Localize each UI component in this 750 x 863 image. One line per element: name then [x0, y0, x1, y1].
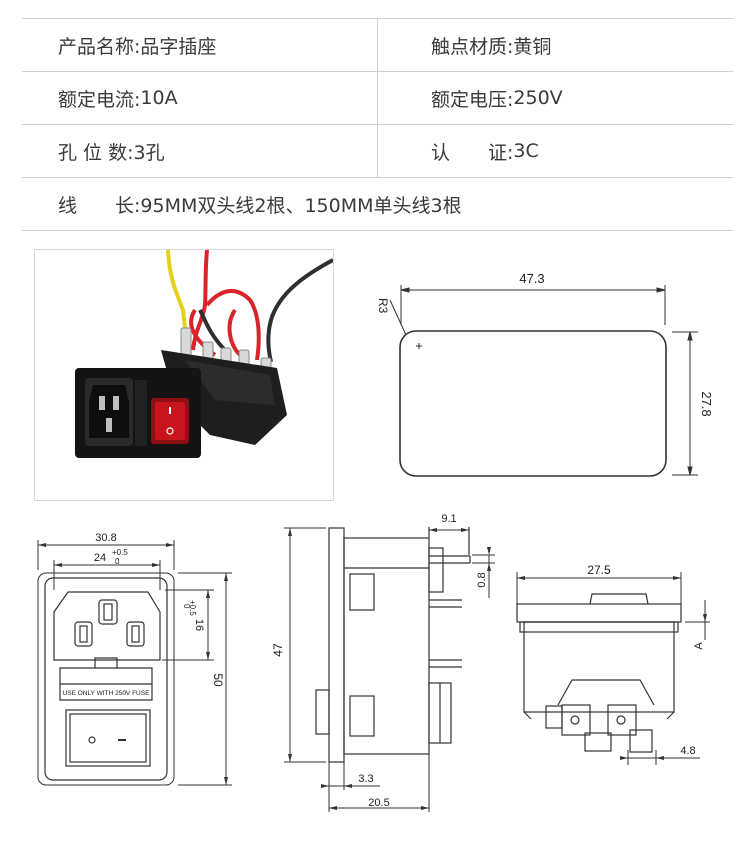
front-inner-width-label: 24 [94, 552, 106, 564]
side-pin-offset-label: 9.1 [441, 513, 456, 525]
spec-row: 线 长: 95MM双头线2根、150MM单头线3根 [22, 178, 733, 231]
front-outer-width-label: 30.8 [95, 532, 116, 544]
product-photo [34, 249, 334, 501]
spec-value: 250V [513, 87, 563, 109]
front-inner-width-tol-lower: 0 [115, 557, 120, 566]
spec-label: 额定电压: [431, 88, 514, 111]
panel-radius-label: R3 [376, 298, 390, 314]
spec-value: 3C [513, 140, 539, 162]
spec-rated-voltage: 额定电压: 250V [377, 72, 733, 124]
panel-width-label: 47.3 [519, 271, 544, 286]
spec-label: 产品名称: [58, 35, 141, 58]
spec-value: 黄铜 [513, 35, 552, 58]
side-height-label: 47 [271, 643, 285, 657]
spec-row: 产品名称: 品字插座 触点材质: 黄铜 [22, 19, 733, 72]
front-socket-height-tol-lower: 0 [182, 604, 191, 609]
spec-value: 95MM双头线2根、150MM单头线3根 [140, 194, 462, 217]
side-flange-label: 3.3 [358, 773, 373, 785]
switch-view-arrows [517, 576, 707, 760]
front-total-height-label: 50 [211, 673, 225, 687]
panel-cutout-drawing [389, 285, 698, 477]
panel-height-label: 27.8 [699, 391, 714, 416]
side-pin-thickness-label: 0.8 [476, 572, 488, 587]
switch-width-label: 27.5 [587, 563, 611, 577]
front-inner-width-tol-upper: +0.5 [112, 548, 128, 557]
spec-holes: 孔 位 数: 3孔 [22, 125, 377, 177]
fuse-warning-text: USE ONLY WITH 250V FUSE [63, 690, 150, 697]
spec-value: 3孔 [133, 141, 165, 164]
spec-row: 额定电流: 10A 额定电压: 250V [22, 72, 733, 125]
spec-label: 线 长: [58, 194, 141, 217]
product-illustration [75, 249, 334, 458]
spec-row: 孔 位 数: 3孔 认 证: 3C [22, 125, 733, 178]
spec-label: 认 证: [431, 141, 514, 164]
front-socket-height-label: 16 [193, 619, 205, 631]
front-socket-height-tol-upper: +0.5 [188, 600, 197, 616]
side-view-arrows [288, 528, 491, 810]
spec-value: 10A [140, 87, 178, 109]
switch-dim-a-label: A [693, 642, 705, 650]
spec-product-name: 产品名称: 品字插座 [22, 19, 377, 71]
switch-pin-pitch-label: 4.8 [680, 745, 695, 757]
spec-contact-material: 触点材质: 黄铜 [377, 19, 733, 71]
spec-certification: 认 证: 3C [377, 125, 733, 177]
spec-value: 品字插座 [140, 35, 217, 58]
front-view-arrows [38, 543, 228, 785]
spec-wire-length: 线 长: 95MM双头线2根、150MM单头线3根 [22, 178, 733, 230]
switch-view-drawing [516, 572, 710, 765]
side-depth-label: 20.5 [368, 797, 389, 809]
spec-rated-current: 额定电流: 10A [22, 72, 377, 124]
spec-label: 触点材质: [431, 35, 514, 58]
side-view-drawing [284, 527, 495, 812]
spec-table: 产品名称: 品字插座 触点材质: 黄铜 额定电流: 10A 额定电压: 250V… [22, 18, 733, 231]
spec-label: 额定电流: [58, 88, 141, 111]
spec-label: 孔 位 数: [58, 141, 134, 164]
front-view-drawing [37, 540, 232, 786]
